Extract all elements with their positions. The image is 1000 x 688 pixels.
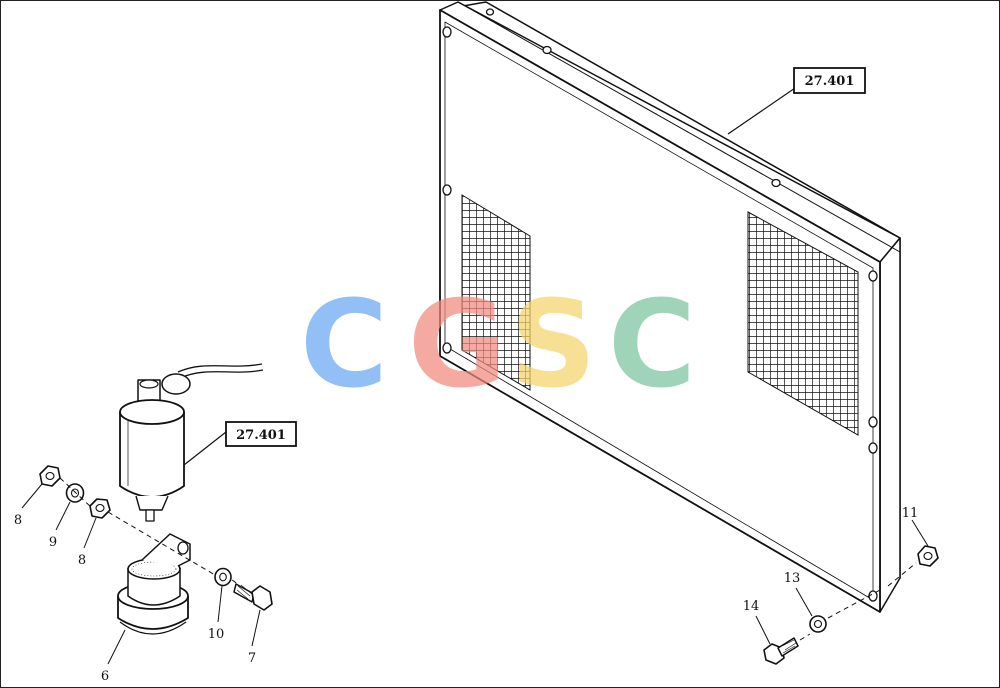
reference-label-text: 27.401	[236, 428, 286, 443]
condenser-mesh-left	[461, 194, 531, 391]
callout-10: 10	[208, 627, 225, 642]
reference-label-drier: 27.401	[183, 421, 297, 466]
svg-text:C: C	[608, 276, 696, 415]
svg-text:C: C	[300, 276, 388, 415]
bolt-14	[763, 637, 799, 665]
reference-label-text: 27.401	[805, 74, 855, 89]
hex-nut-11	[917, 545, 939, 567]
callout-numbers: 8 9 8 6 10 7 11 13 14	[14, 506, 918, 684]
hex-nut-8a	[39, 465, 61, 487]
callout-8: 8	[78, 553, 86, 568]
washer-13	[809, 615, 827, 633]
condenser-mesh-right	[747, 211, 859, 436]
reference-label-panel: 27.401	[727, 67, 866, 135]
callouts	[21, 483, 929, 665]
condenser-panel	[439, 1, 901, 613]
mounting-clamp	[117, 533, 191, 635]
hex-nut-8b	[89, 498, 111, 519]
watermark-logo: C G S C	[300, 276, 696, 415]
callout-6: 6	[101, 669, 109, 684]
washer-10	[214, 567, 232, 587]
callout-8: 8	[14, 513, 22, 528]
callout-7: 7	[248, 651, 256, 666]
hardware-right	[763, 545, 939, 665]
svg-text:S: S	[510, 276, 596, 415]
callout-14: 14	[743, 599, 760, 614]
panel-mounting-holes	[442, 8, 878, 602]
hardware-left	[39, 465, 273, 611]
receiver-drier	[119, 363, 264, 522]
bolt-7	[233, 583, 273, 611]
callout-11: 11	[902, 506, 919, 521]
callout-9: 9	[49, 535, 57, 550]
callout-13: 13	[784, 571, 801, 586]
svg-text:G: G	[408, 276, 507, 415]
